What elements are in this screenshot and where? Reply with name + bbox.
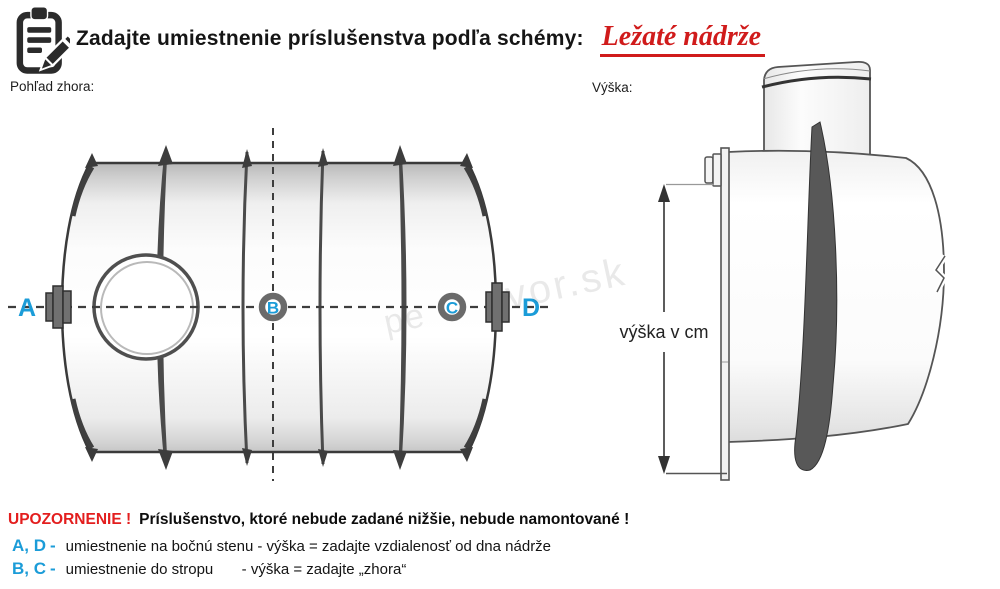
legend-detail-bc: - výška = zadajte „zhora“	[241, 561, 407, 578]
legend-desc-bc: umiestnenie do stropu	[65, 561, 214, 578]
clipboard-pencil-icon	[14, 5, 78, 77]
legend-keys-bc: B, C	[12, 559, 46, 578]
legend-row-bc: B, C-umiestnenie do stropu - výška = zada…	[12, 559, 406, 579]
warning-text: Príslušenstvo, ktoré nebude zadané nižši…	[139, 511, 630, 528]
marker-c-label: C	[446, 299, 458, 318]
break-notch	[932, 254, 948, 294]
scheme-type-title: Ležaté nádrže	[599, 21, 766, 57]
side-view-diagram: výška v cm	[619, 61, 948, 481]
stiffening-ribs	[156, 145, 407, 470]
end-plate	[720, 147, 730, 481]
arrow-up-icon	[658, 184, 670, 202]
page-header: Zadajte umiestnenie príslušenstva podľa …	[76, 10, 766, 68]
height-dimension: výška v cm	[619, 183, 727, 475]
inlet-stub	[704, 153, 722, 187]
legend-detail-ad: - výška = zadajte vzdialenosť od dna nád…	[257, 538, 552, 555]
legend-keys-ad: A, D	[12, 536, 46, 555]
height-dimension-label: výška v cm	[619, 322, 708, 342]
height-view-label: Výška:	[592, 80, 633, 95]
legend-row-ad: A, D-umiestnenie na bočnú stenu- výška =…	[12, 536, 551, 556]
end-cap-edges	[70, 165, 488, 450]
rib-2	[241, 151, 249, 464]
top-view-label: Pohľad zhora:	[10, 79, 95, 94]
flange-left	[45, 285, 72, 329]
warning-line: UPOZORNENIE ! Príslušenstvo, ktoré nebude…	[8, 511, 629, 529]
legend-dash: -	[50, 536, 56, 555]
top-view-diagram: A B C D	[8, 128, 553, 481]
page-title: Zadajte umiestnenie príslušenstva podľa …	[76, 27, 584, 50]
end-cap-tips	[85, 153, 473, 462]
tank-neck	[761, 61, 872, 159]
legend-dash: -	[50, 559, 56, 578]
marker-b-label: B	[267, 299, 279, 318]
side-rib	[794, 121, 838, 471]
marker-a-label: A	[18, 294, 36, 322]
marker-b-ring	[258, 292, 288, 322]
warning-title: UPOZORNENIE !	[8, 511, 132, 528]
flange-right	[485, 282, 510, 332]
arrow-down-icon	[658, 456, 670, 474]
marker-c-ring	[437, 292, 467, 322]
legend-desc-ad: umiestnenie na bočnú stenu	[65, 538, 254, 555]
marker-d-label: D	[522, 294, 540, 322]
